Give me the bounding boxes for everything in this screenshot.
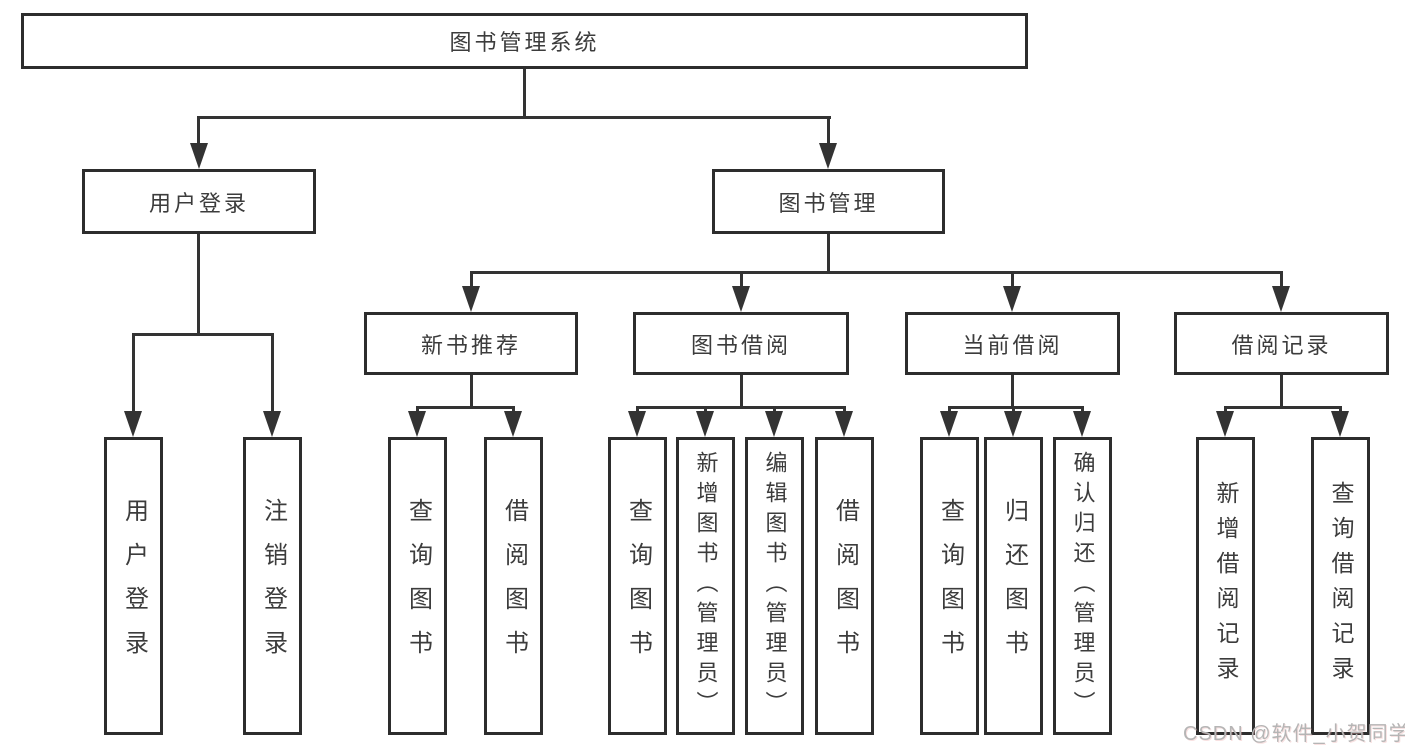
arrow-down-icon [732, 286, 750, 312]
node-leaf-query-books-current: 查询图书 [920, 437, 979, 735]
connector-line [1224, 406, 1227, 414]
connector-line [636, 406, 639, 414]
node-leaf-confirm-return-admin: 确认归还（管理员） [1053, 437, 1112, 735]
connector-line [1011, 271, 1014, 287]
arrow-down-icon [1272, 286, 1290, 312]
arrow-down-icon [263, 411, 281, 437]
arrow-down-icon [1216, 411, 1234, 437]
connector-line [1339, 406, 1342, 414]
connector-line [740, 271, 743, 287]
connector-line [197, 233, 200, 336]
connector-line [827, 233, 830, 274]
connector-line [512, 406, 515, 414]
connector-line [470, 375, 473, 409]
connector-line [1081, 406, 1084, 414]
arrow-down-icon [1003, 286, 1021, 312]
connector-line [416, 406, 419, 414]
connector-line [417, 406, 515, 409]
node-leaf-query-books-borrow: 查询图书 [608, 437, 667, 735]
arrow-down-icon [835, 411, 853, 437]
connector-line [197, 116, 200, 144]
connector-line [271, 333, 274, 413]
node-leaf-query-books-recommend: 查询图书 [388, 437, 447, 735]
arrow-down-icon [1331, 411, 1349, 437]
arrow-down-icon [1004, 411, 1022, 437]
connector-line [637, 406, 846, 409]
arrow-down-icon [696, 411, 714, 437]
connector-line [1011, 375, 1014, 409]
connector-line [523, 69, 526, 116]
node-new-book-recommend: 新书推荐 [364, 312, 578, 375]
node-current-borrow: 当前借阅 [905, 312, 1120, 375]
arrow-down-icon [504, 411, 522, 437]
node-user-login: 用户登录 [82, 169, 316, 234]
connector-line [1280, 375, 1283, 409]
connector-line [1225, 406, 1342, 409]
connector-line [740, 375, 743, 409]
connector-line [949, 406, 1084, 409]
node-leaf-borrow-books-recommend: 借阅图书 [484, 437, 543, 735]
arrow-down-icon [124, 411, 142, 437]
arrow-down-icon [940, 411, 958, 437]
arrow-down-icon [462, 286, 480, 312]
connector-line [1280, 271, 1283, 287]
arrow-down-icon [1073, 411, 1091, 437]
connector-line [704, 406, 707, 414]
arrow-down-icon [819, 143, 837, 169]
node-leaf-add-borrow-record: 新增借阅记录 [1196, 437, 1255, 735]
connector-line [132, 333, 135, 413]
csdn-watermark: CSDN @软件_小贺同学 [1183, 723, 1405, 745]
connector-line [471, 271, 1282, 274]
connector-line [198, 116, 831, 119]
node-leaf-edit-books-admin: 编辑图书（管理员） [745, 437, 804, 735]
connector-line [470, 271, 473, 287]
node-root-system: 图书管理系统 [21, 13, 1028, 69]
arrow-down-icon [408, 411, 426, 437]
connector-line [1012, 406, 1015, 414]
node-leaf-borrow-books: 借阅图书 [815, 437, 874, 735]
connector-line [843, 406, 846, 414]
node-leaf-return-books: 归还图书 [984, 437, 1043, 735]
connector-line [773, 406, 776, 414]
connector-line [133, 333, 274, 336]
arrow-down-icon [190, 143, 208, 169]
connector-line [827, 116, 830, 144]
node-leaf-user-login: 用户登录 [104, 437, 163, 735]
node-book-borrow: 图书借阅 [633, 312, 849, 375]
node-book-management: 图书管理 [712, 169, 945, 234]
arrow-down-icon [765, 411, 783, 437]
node-leaf-logout: 注销登录 [243, 437, 302, 735]
arrow-down-icon [628, 411, 646, 437]
connector-line [948, 406, 951, 414]
node-borrow-record: 借阅记录 [1174, 312, 1389, 375]
node-leaf-query-borrow-record: 查询借阅记录 [1311, 437, 1370, 735]
node-leaf-add-books-admin: 新增图书（管理员） [676, 437, 735, 735]
